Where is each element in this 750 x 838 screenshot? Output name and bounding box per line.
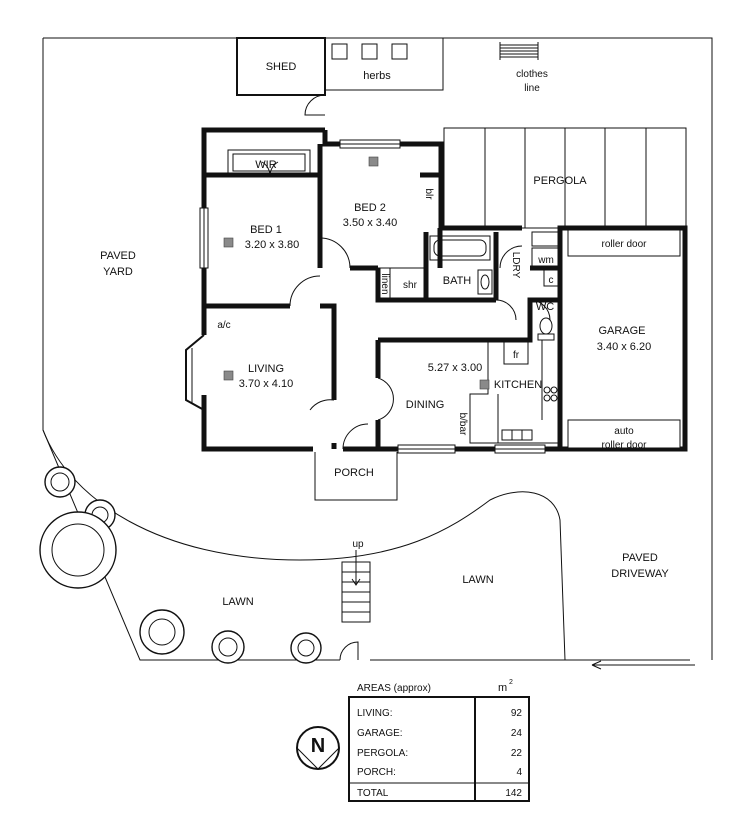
- laundry-fixtures: [531, 231, 559, 341]
- room-labels: SHED herbs clothes line PERGOLA WIR BED …: [100, 61, 669, 608]
- steps: [339, 550, 371, 661]
- bed1-name: BED 1: [250, 224, 282, 236]
- north-compass-icon: N: [296, 726, 340, 770]
- paved-driveway-label-2: DRIVEWAY: [611, 568, 669, 580]
- living-dims: 3.70 x 4.10: [239, 378, 293, 390]
- wc-label: WC: [536, 301, 554, 313]
- bed1-dims: 3.20 x 3.80: [245, 239, 299, 251]
- lawn-left-label: LAWN: [222, 596, 253, 608]
- pergola-label: PERGOLA: [533, 175, 587, 187]
- auto-roller-door-label-2: roller door: [601, 440, 647, 451]
- herbs-garden: [324, 38, 444, 91]
- fridge-label: fr: [513, 350, 520, 361]
- clothes-line-label-2: line: [524, 83, 540, 94]
- areas-title: AREAS (approx): [357, 683, 431, 694]
- bath-fixtures: [377, 235, 493, 301]
- lawn-boundary: [42, 429, 566, 661]
- shed-label: SHED: [266, 61, 297, 73]
- area-row-label-porch: PORCH:: [357, 767, 396, 778]
- windows: [185, 139, 546, 454]
- clothes-line-label: clothes: [516, 69, 548, 80]
- dining-label: DINING: [406, 399, 445, 411]
- area-row-label-living: LIVING:: [357, 708, 393, 719]
- kitchen-label: KITCHEN: [494, 379, 542, 391]
- tree-icon: [211, 630, 245, 664]
- herbs-label: herbs: [363, 70, 391, 82]
- bath-label: BATH: [443, 275, 472, 287]
- up-label: up: [352, 539, 364, 550]
- areas-unit-sup: 2: [509, 679, 513, 686]
- doors: [261, 161, 551, 450]
- bed2-name: BED 2: [354, 202, 386, 214]
- tree-icon: [290, 632, 322, 664]
- porch: [314, 452, 398, 501]
- area-total-value: 142: [505, 788, 522, 799]
- area-row-value-garage: 24: [511, 728, 523, 739]
- bbar-label: b/bar: [457, 413, 468, 436]
- clothes-line: [499, 42, 539, 60]
- tree-icon: [44, 466, 76, 498]
- linen-label: linen: [379, 273, 390, 294]
- cupboard-label: c: [549, 275, 554, 286]
- paved-yard-label-2: YARD: [103, 266, 133, 278]
- areas-unit: m: [498, 682, 507, 694]
- blr-label: blr: [423, 188, 434, 200]
- bed2-dims: 3.50 x 3.40: [343, 217, 397, 229]
- kitchen-dims: 5.27 x 3.00: [428, 362, 482, 374]
- area-total-label: TOTAL: [357, 788, 389, 799]
- garage-name: GARAGE: [598, 325, 645, 337]
- garage-doors: [567, 229, 681, 449]
- wir-label: WIR: [255, 159, 276, 171]
- tree-icon: [39, 511, 117, 589]
- porch-label: PORCH: [334, 467, 374, 479]
- roller-door-label: roller door: [601, 239, 647, 250]
- wm-label: wm: [537, 255, 554, 266]
- interior-walls: [204, 144, 560, 449]
- area-row-label-garage: GARAGE:: [357, 728, 403, 739]
- paved-yard-label: PAVED: [100, 250, 136, 262]
- compass-letter: N: [311, 735, 325, 757]
- auto-roller-door-label: auto: [614, 426, 634, 437]
- area-row-label-pergola: PERGOLA:: [357, 748, 408, 759]
- living-name: LIVING: [248, 363, 284, 375]
- area-row-value-pergola: 22: [511, 748, 523, 759]
- room-markers: [223, 156, 490, 390]
- shed: [236, 37, 326, 116]
- areas-table: AREAS (approx) m 2 LIVING: 92 GARAGE: 24…: [348, 679, 530, 802]
- ldry-label: LDRY: [510, 252, 521, 279]
- lawn-right-label: LAWN: [462, 574, 493, 586]
- ac-label: a/c: [217, 320, 230, 331]
- property-boundary: [42, 37, 713, 670]
- shr-label: shr: [403, 280, 418, 291]
- area-row-value-living: 92: [511, 708, 523, 719]
- paved-driveway-label: PAVED: [622, 552, 658, 564]
- garage-dims: 3.40 x 6.20: [597, 341, 651, 353]
- kitchen-fixtures: [469, 340, 560, 444]
- tree-icons: [39, 466, 322, 664]
- tree-icon: [139, 609, 185, 655]
- area-row-value-porch: 4: [516, 767, 522, 778]
